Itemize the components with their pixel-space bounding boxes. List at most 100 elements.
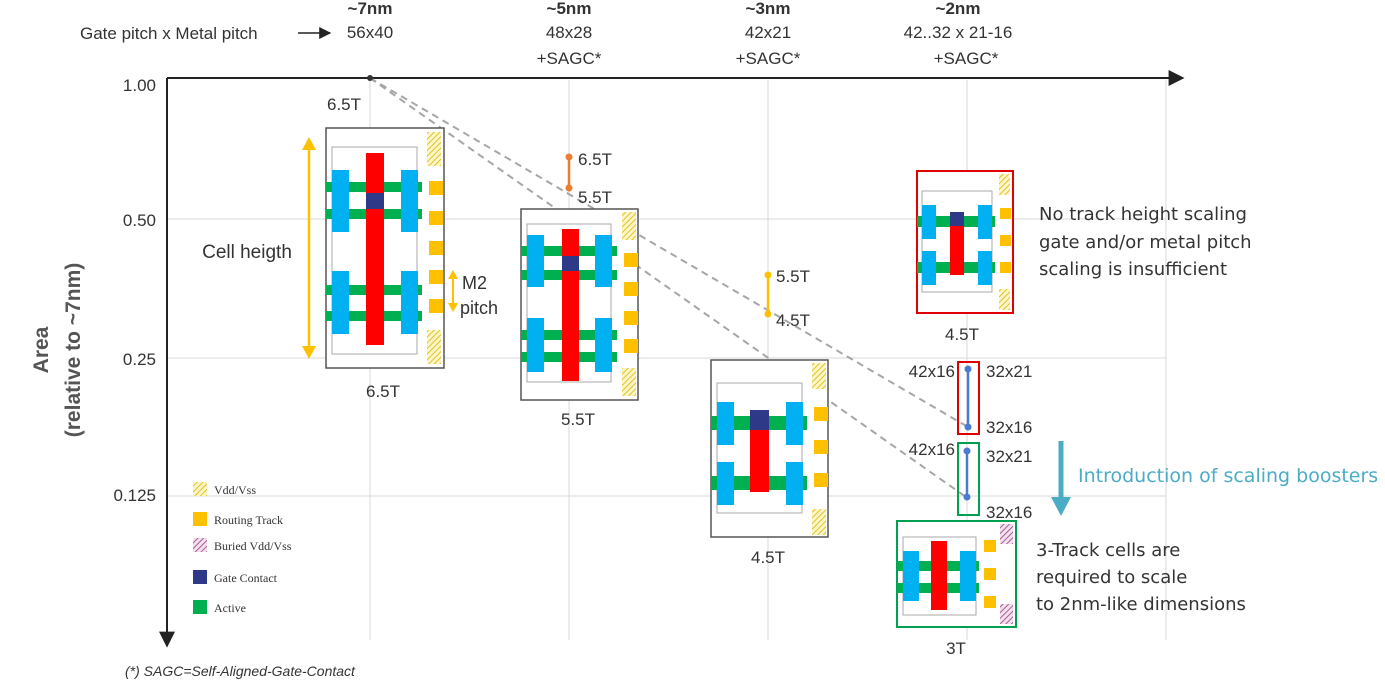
cell-3nm-vdd-bottom xyxy=(812,509,826,535)
cell-5nm-fin-1 xyxy=(527,235,544,287)
cell-5nm-bottom-label: 5.5T xyxy=(561,410,595,429)
cell-3nm-gate-contact xyxy=(750,410,769,430)
cell-7nm-fin-3 xyxy=(332,271,349,334)
cell-2nm-4p5t-gate-contact xyxy=(950,212,964,226)
cell-height-label: Cell heigth xyxy=(202,242,292,263)
cell-2nm-4p5t-vdd-top xyxy=(999,174,1010,195)
scaling-trend-lines xyxy=(369,77,969,498)
cell-5nm-vdd-top xyxy=(622,212,636,240)
cell-2nm-3t-buried-bottom xyxy=(1000,604,1013,624)
y-axis-title-sub: (relative to ~7nm) xyxy=(62,263,85,437)
cell-7nm-vdd-top xyxy=(427,132,441,166)
cell-5nm-fin-4 xyxy=(595,318,612,372)
m2-pitch-label-line1: M2 xyxy=(462,273,487,293)
node-7nm-name: ~7nm xyxy=(348,0,393,18)
node-7nm-pitch: 56x40 xyxy=(347,23,393,42)
pitch-range-red: 42x16 32x21 32x16 xyxy=(909,361,1032,437)
cell-7nm-track-1 xyxy=(429,181,443,195)
range-3nm: 5.5T 4.5T xyxy=(764,267,810,330)
cell-2nm-3t: 3T xyxy=(896,520,1017,658)
y-tick-1: 1.00 xyxy=(123,76,156,95)
note-boosters: Introduction of scaling boosters xyxy=(1078,465,1378,487)
range-5nm-bottom: 5.5T xyxy=(578,188,612,207)
cell-5nm-gate-contact xyxy=(562,256,579,271)
pitch-range-red-frame xyxy=(957,361,980,435)
cell-2nm-4p5t-vdd-bottom xyxy=(999,289,1010,310)
cell-2nm-4p5t-track-1 xyxy=(1000,208,1011,219)
legend-routing-swatch xyxy=(193,512,207,526)
pitch-green-right-top: 32x21 xyxy=(986,447,1032,466)
legend-gate-contact-label: Gate Contact xyxy=(214,571,278,585)
cell-7nm-track-4 xyxy=(429,270,443,284)
node-2nm-sagc: +SAGC* xyxy=(934,49,999,68)
cell-2nm-3t-track-3 xyxy=(984,596,996,608)
cell-2nm-4p5t-fin-3 xyxy=(922,251,936,285)
cell-5nm-vdd-bottom xyxy=(622,368,636,396)
cell-7nm: 6.5T 6.5T xyxy=(325,95,445,401)
cell-3nm-bottom-label: 4.5T xyxy=(751,548,785,567)
cell-2nm-4p5t-bottom-label: 4.5T xyxy=(945,325,979,344)
cell-7nm-fin-1 xyxy=(332,170,349,232)
cell-5nm-track-1 xyxy=(624,253,638,267)
pitch-range-green: 42x16 32x21 32x16 xyxy=(909,440,1033,522)
cell-5nm-track-3 xyxy=(624,311,638,325)
cell-2nm-3t-gate xyxy=(931,541,947,610)
cell-7nm-gate xyxy=(366,153,384,345)
legend-vdd-label: Vdd/Vss xyxy=(214,483,256,497)
legend-gate-contact-swatch xyxy=(193,570,207,584)
cell-7nm-track-3 xyxy=(429,241,443,255)
legend: Vdd/Vss Routing Track Buried Vdd/Vss Gat… xyxy=(193,482,292,615)
cell-3nm-fin-3 xyxy=(717,462,734,505)
node-5nm-pitch: 48x28 xyxy=(546,23,592,42)
y-axis-title-area: Area xyxy=(30,326,53,373)
pitch-label: Gate pitch x Metal pitch xyxy=(80,24,258,43)
cell-7nm-fin-4 xyxy=(401,271,418,334)
range-5nm-top: 6.5T xyxy=(578,150,612,169)
booster-arrow xyxy=(1051,441,1071,516)
cell-3nm-fin-2 xyxy=(786,402,803,445)
cell-3nm-track-1 xyxy=(814,407,828,421)
m2-pitch-arrow xyxy=(448,270,458,312)
cell-2nm-3t-fin-2 xyxy=(960,551,976,601)
range-5nm: 6.5T 5.5T xyxy=(565,150,612,207)
cell-7nm-vdd-bottom xyxy=(427,330,441,364)
origin-point xyxy=(367,75,373,81)
legend-routing-label: Routing Track xyxy=(214,513,283,527)
cell-height-arrow xyxy=(302,137,316,359)
note-three-track-1: 3-Track cells are xyxy=(1036,540,1180,561)
note-three-track-2: required to scale xyxy=(1036,567,1187,588)
note-no-scaling-1: No track height scaling xyxy=(1039,204,1247,225)
node-2nm-pitch: 42..32 x 21-16 xyxy=(904,23,1013,42)
cell-3nm-track-2 xyxy=(814,440,828,454)
node-5nm-name: ~5nm xyxy=(547,0,592,18)
pitch-red-left: 42x16 xyxy=(909,362,955,381)
cell-2nm-3t-track-2 xyxy=(984,568,996,580)
cell-2nm-4p5t-fin-2 xyxy=(978,205,992,239)
cell-2nm-4p5t-track-3 xyxy=(1000,262,1011,273)
note-no-scaling-2: gate and/or metal pitch xyxy=(1039,232,1252,253)
pitch-green-left: 42x16 xyxy=(909,440,955,459)
cell-3nm-gate xyxy=(750,410,769,492)
pitch-range-green-frame xyxy=(957,442,980,516)
node-2nm-name: ~2nm xyxy=(936,0,981,18)
cell-7nm-gate-contact xyxy=(366,193,384,209)
pitch-green-right-bottom: 32x16 xyxy=(986,503,1032,522)
legend-buried-swatch xyxy=(193,538,207,552)
cell-2nm-4p5t-fin-4 xyxy=(978,251,992,285)
y-axis-title: Area (relative to ~7nm) xyxy=(30,263,85,437)
note-three-track-3: to 2nm-like dimensions xyxy=(1036,594,1246,615)
cell-7nm-fin-2 xyxy=(401,170,418,232)
y-tick-0.125: 0.125 xyxy=(113,486,156,505)
range-3nm-bottom: 4.5T xyxy=(776,311,810,330)
cell-2nm-3t-buried-top xyxy=(1000,524,1013,544)
cell-5nm-fin-3 xyxy=(527,318,544,372)
cell-5nm-track-4 xyxy=(624,339,638,353)
cell-7nm-track-5 xyxy=(429,299,443,313)
node-3nm-name: ~3nm xyxy=(746,0,791,18)
cell-2nm-3t-bottom-label: 3T xyxy=(946,639,966,658)
range-3nm-top: 5.5T xyxy=(776,267,810,286)
y-tick-0.25: 0.25 xyxy=(123,350,156,369)
legend-vdd-swatch xyxy=(193,482,207,496)
note-no-scaling-3: scaling is insufficient xyxy=(1039,259,1227,280)
